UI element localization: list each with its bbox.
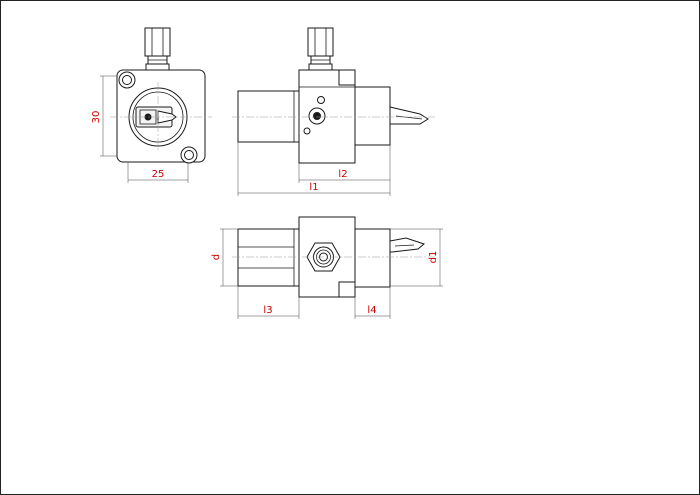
side-view-cutting-tip xyxy=(389,106,429,125)
dim-l2: l2 xyxy=(298,145,391,196)
dim-d1-label: d1 xyxy=(428,251,439,264)
top-view-head xyxy=(354,228,391,288)
coolant-port-lower xyxy=(303,127,311,135)
side-view-head xyxy=(354,86,391,146)
dim-l1: l1 xyxy=(237,142,390,196)
dim-width-front-label: 25 xyxy=(152,169,165,180)
coolant-port-small xyxy=(317,96,325,104)
dim-d: d xyxy=(211,228,238,287)
dim-d1: d1 xyxy=(390,228,443,287)
dim-l3-label: l3 xyxy=(263,305,272,316)
front-view-connector xyxy=(144,27,171,72)
dim-width-front: 25 xyxy=(127,162,189,183)
dim-l3: l3 xyxy=(237,286,300,319)
dim-d-label: d xyxy=(211,254,222,260)
dim-l4-label: l4 xyxy=(367,305,376,316)
dim-l1-label: l1 xyxy=(309,182,318,193)
top-view-shank xyxy=(237,228,300,287)
top-view: d d1 l3 l4 xyxy=(211,216,443,319)
dim-l4: l4 xyxy=(354,286,391,319)
dim-height-front: 30 xyxy=(91,75,117,157)
side-view: l2 l1 xyxy=(232,27,435,196)
side-view-shank xyxy=(237,90,300,143)
dim-height-front-label: 30 xyxy=(91,111,102,124)
side-view-connector xyxy=(307,27,334,72)
dim-l2-label: l2 xyxy=(338,169,347,180)
front-view: 30 25 xyxy=(91,27,212,183)
